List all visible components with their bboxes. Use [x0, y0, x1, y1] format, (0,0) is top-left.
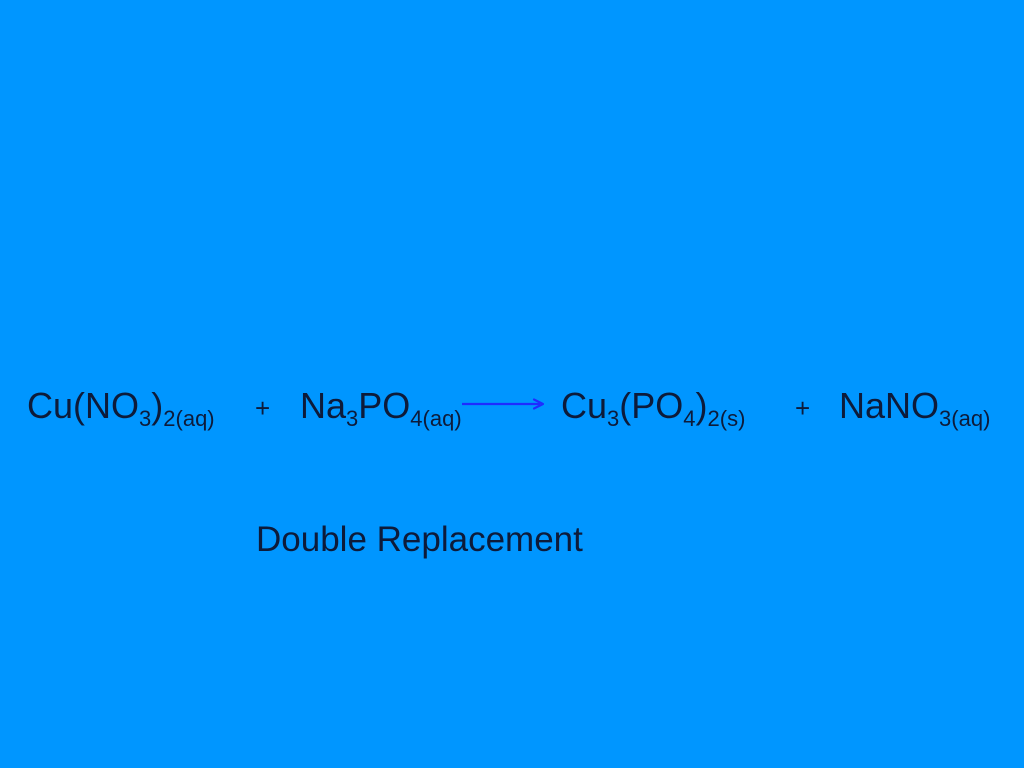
reactant-copper-nitrate: Cu(NO3)2(aq) — [27, 384, 215, 433]
chemical-equation: Cu(NO3)2(aq) + Na3PO4(aq) Cu3(PO4)2(s) +… — [0, 384, 1024, 444]
product-copper-phosphate: Cu3(PO4)2(s) — [561, 384, 745, 433]
formula-text: Na — [300, 385, 347, 426]
subscript: 4 — [683, 406, 696, 431]
reactant-sodium-phosphate: Na3PO4(aq) — [300, 384, 462, 433]
subscript: 3 — [607, 406, 620, 431]
formula-text: ) — [695, 385, 708, 426]
right-arrow-icon — [462, 398, 545, 410]
plus-sign: + — [795, 393, 811, 423]
formula-text: Cu(NO — [27, 385, 140, 426]
subscript: 3 — [346, 406, 359, 431]
formula-text: (PO — [619, 385, 684, 426]
state-subscript: 3(aq) — [939, 406, 991, 431]
product-sodium-nitrate: NaNO3(aq) — [839, 384, 990, 433]
state-subscript: 2(s) — [707, 406, 746, 431]
subscript: 3 — [139, 406, 152, 431]
reaction-type-label: Double Replacement — [256, 520, 583, 559]
formula-text: Cu — [561, 385, 608, 426]
formula-text: NaNO — [839, 385, 940, 426]
state-subscript: 4(aq) — [410, 406, 462, 431]
state-subscript: 2(aq) — [163, 406, 215, 431]
formula-text: PO — [358, 385, 411, 426]
formula-text: ) — [151, 385, 164, 426]
plus-sign: + — [255, 393, 271, 423]
